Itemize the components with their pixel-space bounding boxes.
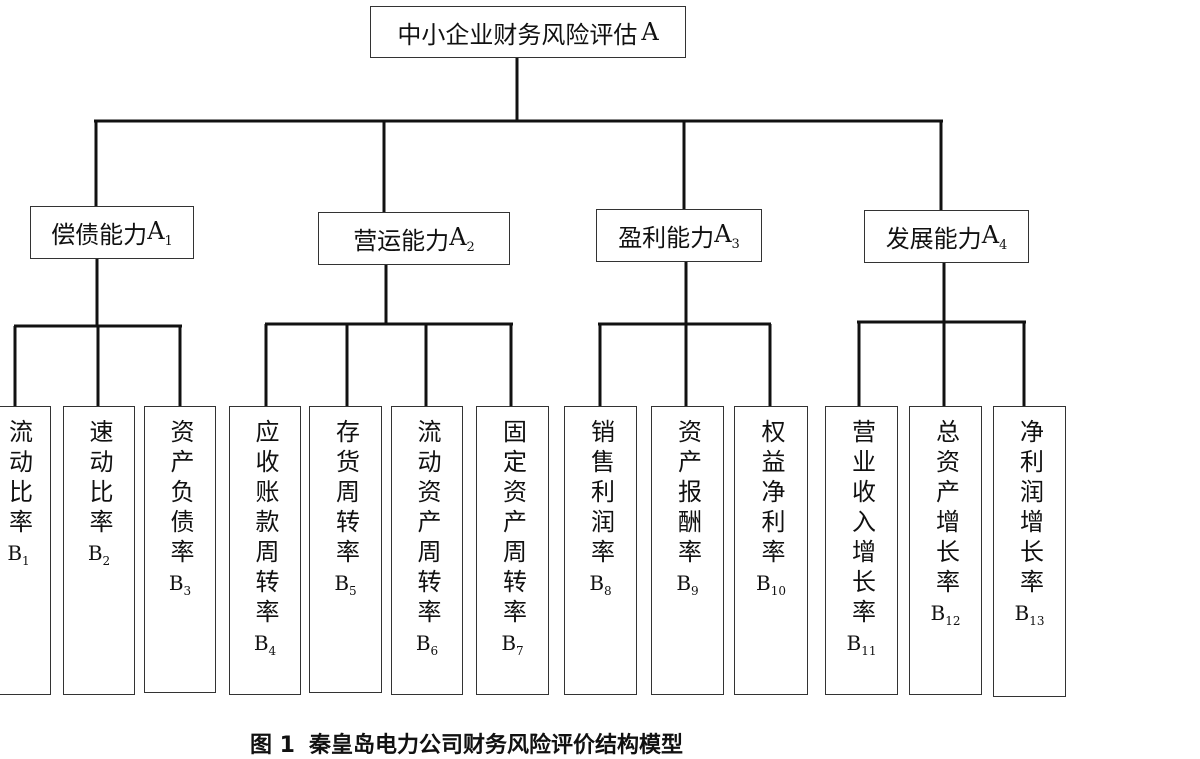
root-code: A — [641, 18, 659, 46]
indicator-code: B11 — [846, 631, 877, 658]
indicator-code: B8 — [589, 571, 612, 598]
category-label: 盈利能力 — [618, 224, 715, 252]
indicator-label: 固定资产周转率 — [498, 419, 527, 629]
indicator-node-b10: 权益净利率 B10 — [734, 406, 808, 695]
category-label: 营运能力 — [353, 227, 450, 255]
indicator-code: B12 — [930, 601, 961, 628]
category-label: 偿债能力 — [51, 221, 148, 249]
indicator-node-b1: 流动比率 B1 — [0, 406, 51, 695]
indicator-node-b13: 净利润增长率 B13 — [993, 406, 1066, 697]
indicator-node-b6: 流动资产周转率 B6 — [391, 406, 463, 695]
indicator-label: 销售利润率 — [586, 419, 615, 569]
indicator-label: 权益净利率 — [757, 419, 785, 569]
indicator-label: 速动比率 — [85, 419, 113, 539]
indicator-node-b4: 应收账款周转率 B4 — [229, 406, 301, 695]
indicator-node-b8: 销售利润率 B8 — [564, 406, 637, 695]
indicator-code: B2 — [87, 541, 111, 568]
category-label: 发展能力 — [885, 225, 982, 253]
indicator-node-b5: 存货周转率 B5 — [309, 406, 382, 693]
indicator-label: 应收账款周转率 — [251, 419, 279, 629]
indicator-code: B13 — [1014, 601, 1045, 628]
indicator-node-b12: 总资产增长率 B12 — [909, 406, 982, 695]
category-code: A3 — [714, 219, 740, 252]
indicator-code: B6 — [415, 631, 439, 658]
indicator-node-b7: 固定资产周转率 B7 — [476, 406, 549, 695]
category-code: A4 — [981, 220, 1008, 253]
category-code: A2 — [449, 222, 475, 255]
indicator-label: 流动资产周转率 — [413, 419, 441, 629]
indicator-code: B7 — [501, 631, 524, 658]
indicator-label: 资产负债率 — [166, 419, 194, 569]
category-code: A1 — [147, 216, 173, 249]
indicator-node-b3: 资产负债率 B3 — [144, 406, 216, 693]
indicator-node-b9: 资产报酬率 B9 — [651, 406, 724, 695]
root-label: 中小企业财务风险评估 — [397, 20, 638, 49]
indicator-code: B9 — [676, 571, 699, 598]
indicator-code: B1 — [7, 541, 30, 568]
indicator-code: B5 — [334, 571, 357, 598]
indicator-node-b11: 营业收入增长率 B11 — [825, 406, 898, 695]
indicator-label: 净利润增长率 — [1015, 419, 1044, 599]
indicator-node-b2: 速动比率 B2 — [63, 406, 135, 695]
figure-title: 秦皇岛电力公司财务风险评价结构模型 — [308, 733, 683, 758]
indicator-label: 流动比率 — [4, 419, 33, 539]
indicator-label: 存货周转率 — [331, 419, 360, 569]
indicator-label: 资产报酬率 — [673, 419, 702, 569]
figure-number: 图 1 — [250, 733, 295, 758]
indicator-code: B4 — [253, 631, 277, 658]
indicator-label: 总资产增长率 — [931, 419, 960, 599]
indicator-code: B3 — [168, 571, 192, 598]
indicator-code: B10 — [756, 571, 786, 598]
indicator-label: 营业收入增长率 — [847, 419, 876, 629]
figure-caption: 图 1 秦皇岛电力公司财务风险评价结构模型 — [250, 727, 683, 759]
